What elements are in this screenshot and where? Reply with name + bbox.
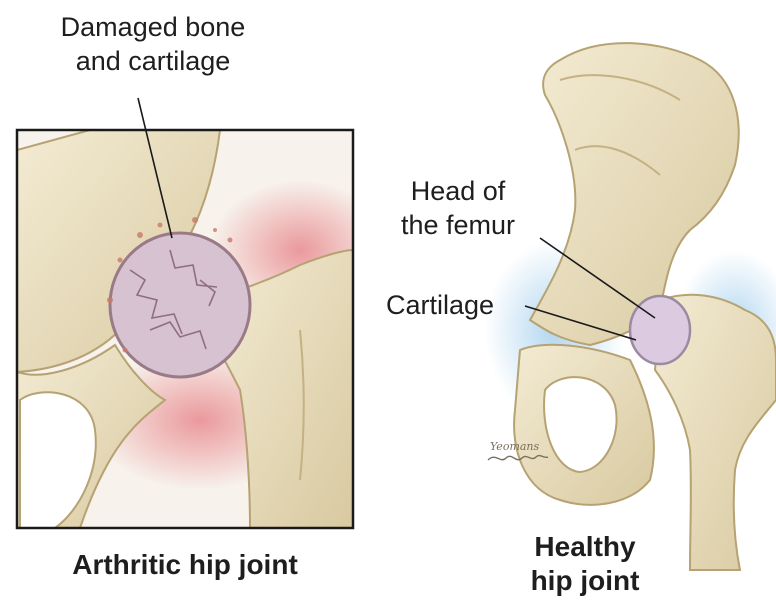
damaged-femoral-head	[110, 233, 250, 377]
damaged-callout: Damaged bone and cartilage	[28, 10, 278, 78]
healthy-caption: Healthy hip joint	[500, 530, 670, 598]
femur-head-callout-line1: Head of	[378, 174, 538, 208]
arthritic-panel	[0, 130, 390, 528]
damaged-callout-line2: and cartilage	[28, 44, 278, 78]
femur-head-callout: Head of the femur	[378, 174, 538, 242]
healthy-caption-line1: Healthy	[500, 530, 670, 564]
artist-signature-text: Yeomans	[490, 440, 539, 454]
arthritic-caption: Arthritic hip joint	[30, 548, 340, 582]
damaged-callout-line1: Damaged bone	[28, 10, 278, 44]
healthy-caption-line2: hip joint	[500, 564, 670, 598]
cartilage-callout: Cartilage	[386, 288, 494, 322]
femur-head-callout-line2: the femur	[378, 208, 538, 242]
